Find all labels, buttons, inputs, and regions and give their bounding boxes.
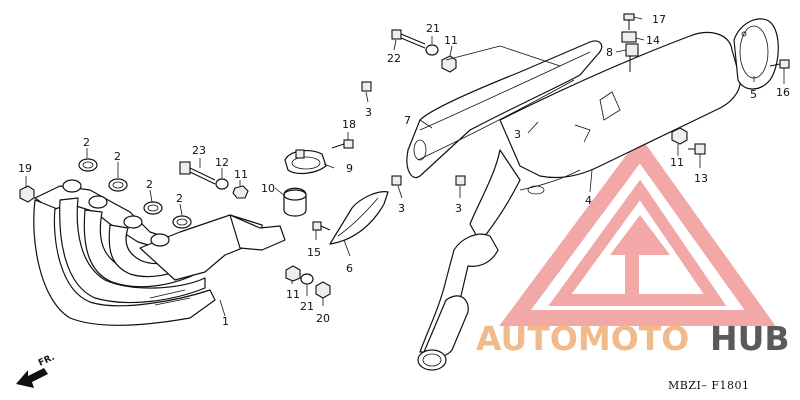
callout-4: 4 [585,194,592,207]
callout-3c: 3 [455,202,462,215]
callout-12: 12 [215,156,229,169]
callout-11b: 11 [286,288,300,301]
callout-18: 18 [342,118,356,131]
direction-label: FR. [37,353,56,369]
callout-11c: 11 [444,34,458,47]
gasket-10 [283,187,307,217]
callout-3a: 3 [365,106,372,119]
exhaust-header-pipes [33,179,286,326]
watermark-part2: HUB [710,319,790,358]
callout-labels: 1 2 2 2 2 3 3 3 3 4 5 6 7 8 9 10 11 11 1… [18,13,790,328]
callout-6: 6 [346,262,353,275]
callout-16: 16 [776,86,790,99]
fasteners-lower [285,265,331,299]
callout-9: 9 [346,162,353,175]
callout-11d: 11 [670,156,684,169]
bolt-16 [769,59,790,69]
callout-17: 17 [652,13,666,26]
callout-3b: 3 [398,202,405,215]
callout-2b: 2 [114,150,121,163]
callout-23: 23 [192,144,206,157]
fasteners-right [671,127,706,155]
heat-shield-6 [329,191,389,245]
leader-lines [25,16,785,317]
callout-19: 19 [18,162,32,175]
bolt-assembly-23-12-11 [179,161,249,199]
nut-19 [19,185,35,203]
callout-15: 15 [307,246,321,259]
bolt-15 [312,221,331,231]
callout-13: 13 [694,172,708,185]
callout-2d: 2 [176,192,183,205]
clamp-9 [284,149,327,175]
callout-21a: 21 [426,22,440,35]
callout-7: 7 [404,114,411,127]
callout-20: 20 [316,312,330,325]
callout-10: 10 [261,182,275,195]
muffler-4 [417,31,741,371]
callout-11a: 11 [234,168,248,181]
end-cap-5 [733,18,779,90]
front-direction-arrow: FR. [16,353,56,388]
bolt-18 [331,139,354,149]
watermark-part1: AUTOMOTO [476,319,689,358]
watermark-logo [499,136,776,326]
callout-3d: 3 [514,128,521,141]
gasket-rings [78,158,192,229]
diagram-code: MBZI– F1801 [668,379,749,392]
callout-22: 22 [387,52,401,65]
callout-2a: 2 [83,136,90,149]
callout-8: 8 [606,46,613,59]
callout-2c: 2 [146,178,153,191]
callout-21b: 21 [300,300,314,313]
mount-17-14-8 [621,13,639,72]
muffler-guard-7 [406,40,603,179]
callout-5: 5 [750,88,757,101]
watermark-text: AUTOMOTO HUB [476,319,790,358]
callout-1: 1 [222,315,229,328]
callout-14: 14 [646,34,660,47]
